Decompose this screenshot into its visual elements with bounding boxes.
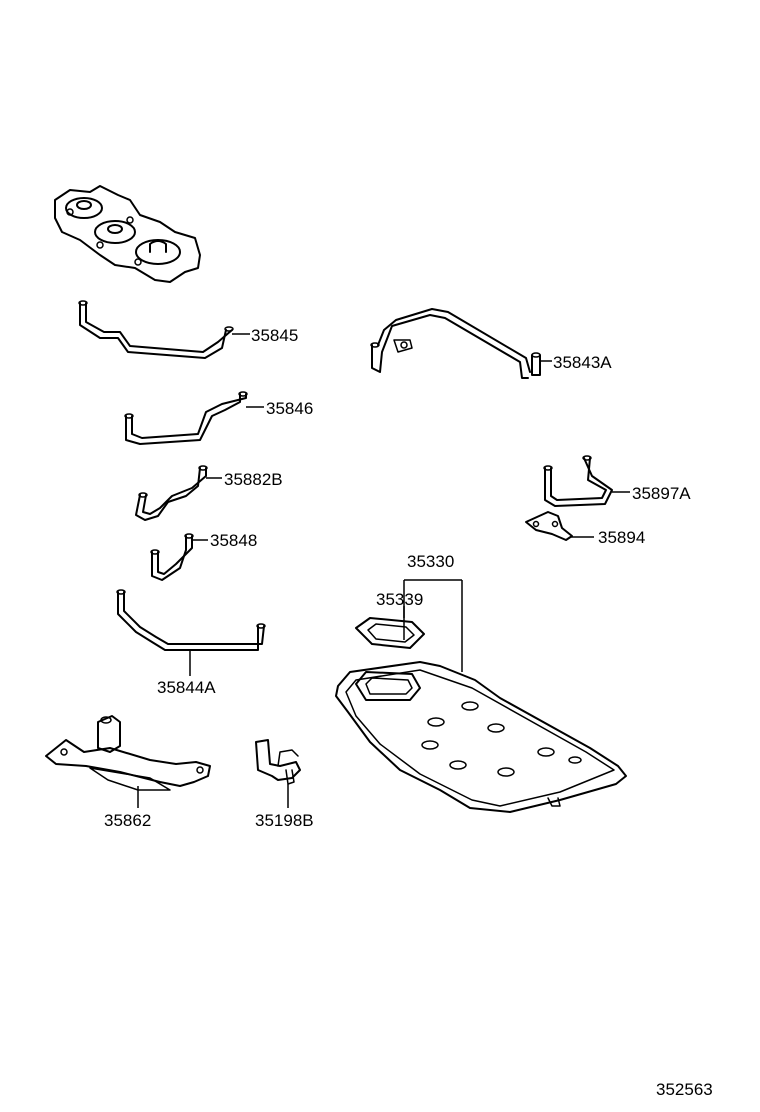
diagram-number: 352563 [656,1080,713,1099]
label-35848: 35848 [210,531,257,550]
clip-35198b-drawing [255,739,301,808]
tube-35882b-drawing [135,465,208,521]
label-35844a: 35844A [157,678,216,697]
tube-35845-drawing [78,300,234,359]
label-35339: 35339 [376,590,423,609]
tube-35843a-drawing [370,308,541,379]
tube-35848-drawing [150,533,194,581]
label-35198b: 35198B [255,811,314,830]
accumulator-cover-drawing [54,185,201,283]
gasket-35339-drawing [355,617,425,649]
tube-35844a-drawing [116,589,266,651]
tube-35846-drawing [124,391,248,445]
label-35894: 35894 [598,528,645,547]
label-35882b: 35882B [224,470,283,489]
label-35330: 35330 [407,552,454,571]
tube-35897a-drawing [543,455,613,507]
label-35843a: 35843A [553,353,612,372]
label-35845: 35845 [251,326,298,345]
label-35862: 35862 [104,811,151,830]
oil-strainer-35330-drawing [335,661,627,813]
label-35846: 35846 [266,399,313,418]
clamp-35894-drawing [525,511,573,541]
label-35897a: 35897A [632,484,691,503]
bracket-35862-drawing [45,715,211,808]
